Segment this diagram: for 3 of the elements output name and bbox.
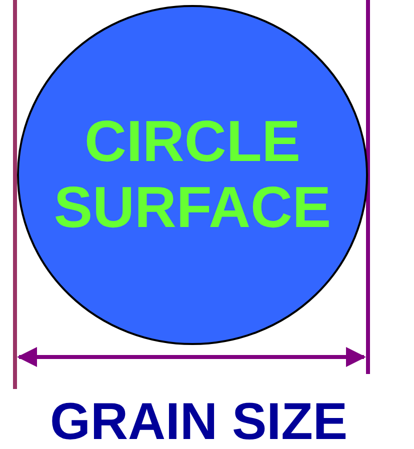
shape-label: CIRCLE SURFACE	[52, 109, 332, 241]
circle-shape	[17, 5, 368, 345]
dimension-label: GRAIN SIZE	[50, 392, 348, 449]
